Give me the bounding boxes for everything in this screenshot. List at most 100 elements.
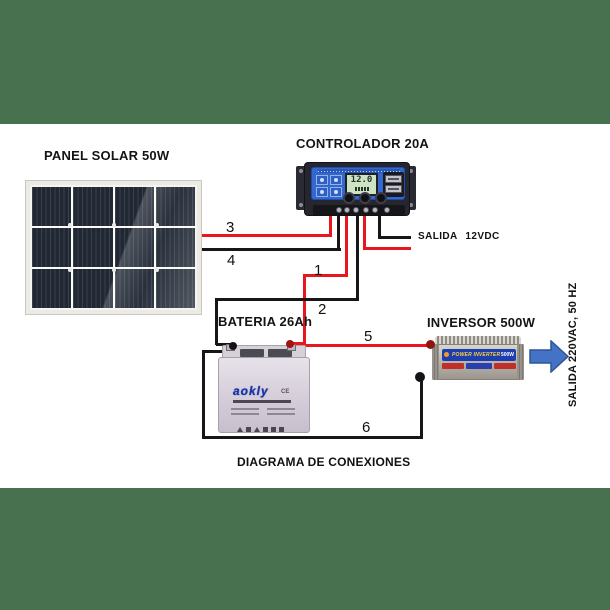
ce-mark: CE: [281, 389, 290, 395]
wire-label-5: 5: [364, 328, 373, 345]
wire-1-horizontal: [303, 274, 348, 277]
solar-cell: [32, 269, 72, 308]
wire-label-3: 3: [226, 219, 235, 236]
battery-positive-terminal-dot: [286, 340, 294, 348]
top-green-band: [0, 0, 610, 124]
controller-up-button: [359, 192, 371, 204]
wire-2-terminal-stub: [216, 343, 234, 346]
solder-dot: [67, 223, 72, 228]
controller-menu-button: [343, 192, 355, 204]
wire-3-vertical: [329, 215, 332, 237]
inverter-positive-terminal-dot: [426, 340, 435, 349]
dc-output-black-horizontal: [378, 236, 411, 239]
solder-dot: [155, 223, 160, 228]
inverter-spec-chip: [466, 363, 492, 369]
solder-dot: [111, 267, 116, 272]
inverter-end-cap: [517, 344, 524, 380]
battery-fineprint-bar: [231, 413, 259, 415]
wire-2-vertical-upper: [356, 215, 359, 301]
battery-fineprint-bar: [267, 408, 295, 410]
terminal-screw-icon: [344, 207, 350, 213]
solar-cell: [155, 228, 195, 267]
mount-screw-icon: [299, 203, 303, 207]
usb-port-icon: [385, 175, 402, 183]
solar-cell: [114, 187, 154, 226]
mount-screw-icon: [409, 203, 413, 207]
solar-panel-cells: [32, 187, 195, 308]
solar-cell: [114, 228, 154, 267]
wire-2-horizontal: [215, 298, 359, 301]
controller-terminal-strip: [313, 205, 405, 215]
battery-vent: [240, 349, 264, 357]
output-arrow-icon: [529, 340, 569, 373]
inverter-label-band: POWER INVERTER 500W: [442, 349, 516, 361]
solar-cell: [114, 269, 154, 308]
inverter-label: INVERSOR 500W: [427, 315, 536, 330]
wire-4-vertical: [337, 215, 340, 251]
inverter-logo-icon: [444, 352, 449, 357]
wire-1-vertical-lower: [303, 274, 306, 344]
lcd-value: 12.0: [350, 175, 373, 185]
dc-output-label: SALIDA 12VDC: [418, 231, 500, 242]
inverter-end-cap: [432, 344, 439, 380]
panel-glare: [32, 187, 195, 308]
charge-controller: 12.0: [296, 162, 416, 216]
dc-output-red-horizontal: [363, 247, 411, 250]
wire-2-vertical-lower: [215, 298, 218, 345]
solar-cell: [32, 187, 72, 226]
solar-cell: [73, 228, 113, 267]
battery-warning-icons: [237, 419, 287, 437]
battery-label: BATERIA 26Ah: [218, 314, 313, 329]
mount-screw-icon: [299, 169, 303, 173]
solar-panel-label: PANEL SOLAR 50W: [44, 148, 170, 163]
wire-1-terminal-stub: [291, 342, 306, 345]
wire-label-1: 1: [314, 262, 323, 279]
controller-down-button: [375, 192, 387, 204]
inverter: POWER INVERTER 500W: [432, 336, 524, 383]
wire-6-terminal-stub: [202, 350, 234, 353]
battery-fineprint-bar: [231, 408, 259, 410]
wire-6-vertical-left: [202, 350, 205, 439]
wire-5-horizontal: [293, 344, 433, 347]
terminal-screw-icon: [384, 207, 390, 213]
wire-3-horizontal: [201, 234, 332, 237]
terminal-screw-icon: [363, 207, 369, 213]
solar-cell: [32, 228, 72, 267]
solar-cell: [155, 269, 195, 308]
battery-vent: [268, 349, 292, 357]
battery-body: aokly CE: [218, 357, 310, 433]
solar-panel: [25, 180, 202, 315]
solar-cell: [73, 269, 113, 308]
lcd-battery-bar-icon: [354, 187, 369, 191]
controller-label: CONTROLADOR 20A: [296, 136, 430, 151]
wire-1-vertical-upper: [345, 215, 348, 277]
battery-negative-terminal-dot: [229, 342, 237, 350]
inverter-band-title: POWER INVERTER: [452, 352, 501, 358]
solder-dot: [155, 267, 160, 272]
usb-port-icon: [385, 185, 402, 193]
battery-brand-logo: aokly: [233, 384, 269, 398]
solar-cell: [155, 187, 195, 226]
battery-status-icon: [330, 175, 342, 185]
load-icon: [316, 187, 328, 197]
diagram-caption: DIAGRAMA DE CONEXIONES: [237, 455, 411, 469]
controller-body: 12.0: [304, 162, 410, 216]
wire-label-4: 4: [227, 252, 236, 269]
solar-cell: [73, 187, 113, 226]
inverter-heatsink-fins: [435, 336, 521, 346]
wire-label-6: 6: [362, 419, 371, 436]
controller-faceplate: 12.0: [311, 167, 405, 200]
wire-4-horizontal: [201, 248, 341, 251]
wire-label-2: 2: [318, 301, 327, 318]
wire-6-horizontal-bottom: [202, 436, 423, 439]
inverter-power-rating: 500W: [500, 352, 514, 358]
sun-icon: [316, 175, 328, 185]
ac-output-label: SALIDA 220VAC, 50 HZ: [567, 282, 579, 407]
settings-icon: [330, 187, 342, 197]
inverter-negative-terminal-dot: [415, 372, 425, 382]
terminal-screw-icon: [336, 207, 342, 213]
controller-usb-block: [383, 172, 404, 197]
battery-fineprint-bar: [267, 413, 295, 415]
controller-header-strip: [318, 169, 400, 173]
